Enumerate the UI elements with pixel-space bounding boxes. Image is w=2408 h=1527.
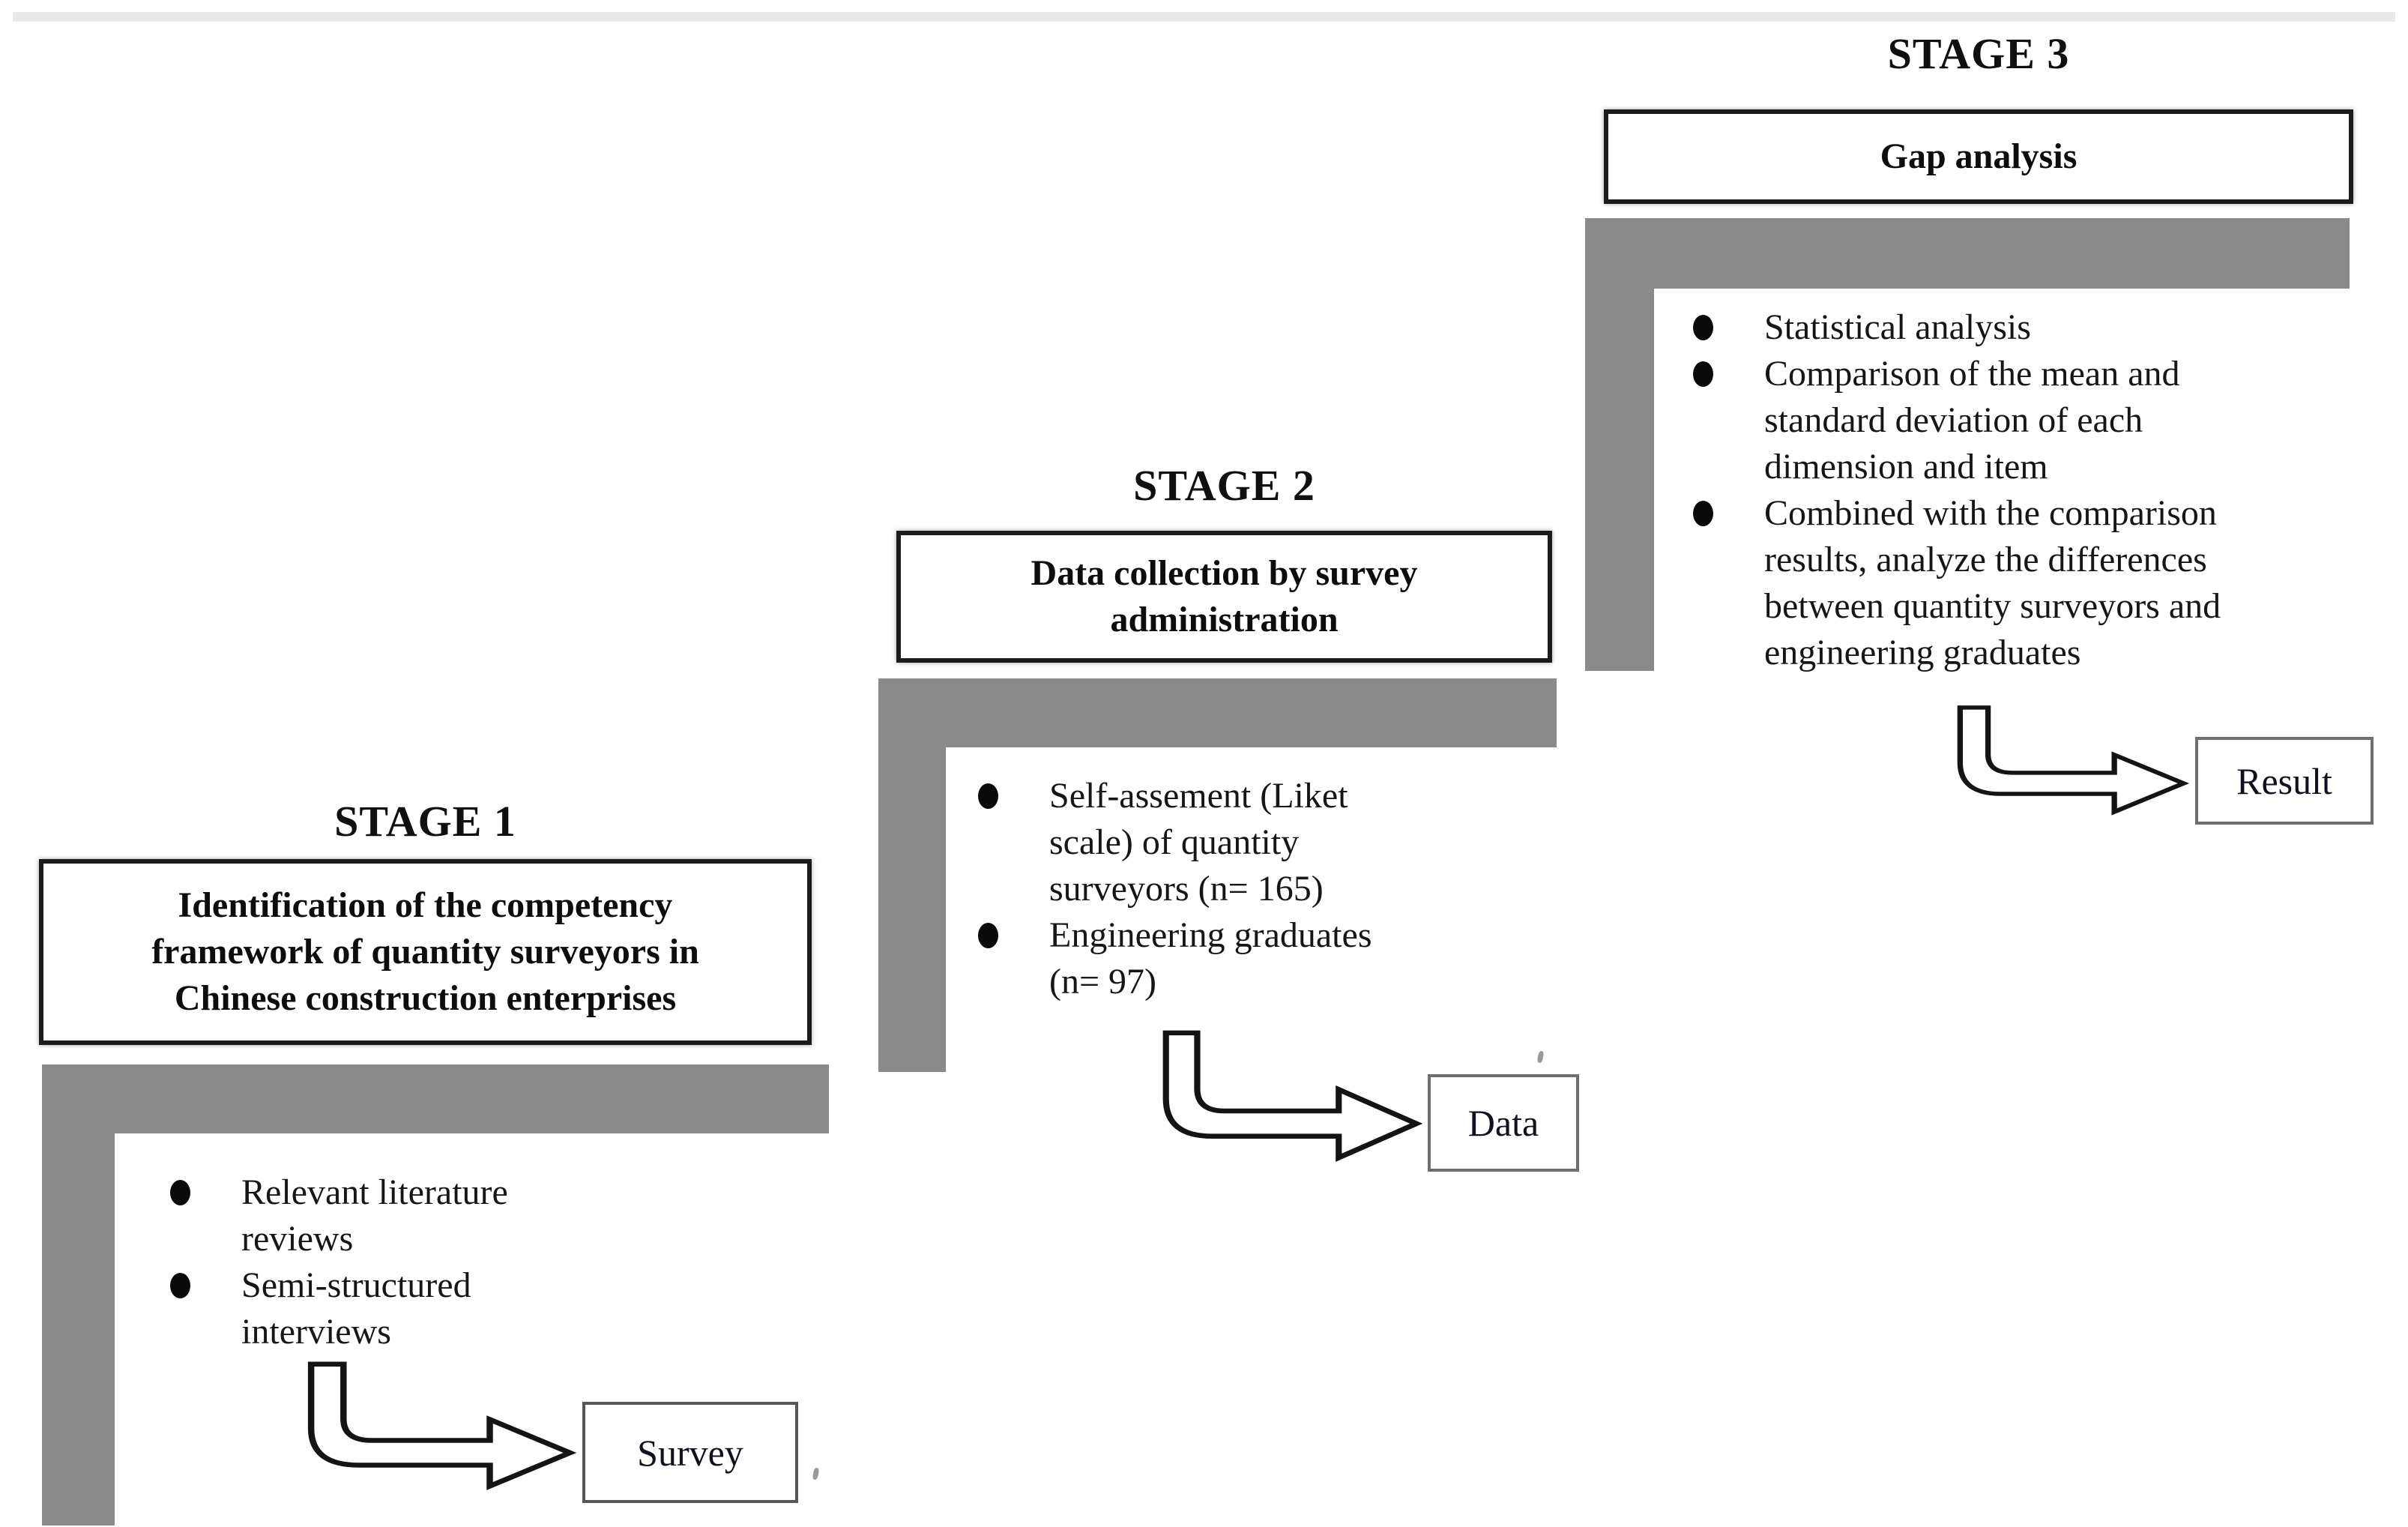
stage-1-horizontal-bar [42, 1064, 829, 1133]
list-item: Combined with the comparison results, an… [1693, 490, 2278, 676]
data-output-box: Data [1428, 1074, 1579, 1172]
stage-2-vertical-bar [878, 678, 946, 1072]
survey-output-box: Survey [582, 1402, 798, 1503]
list-item: Engineering graduates (n= 97) [978, 912, 1443, 1005]
list-item: Statistical analysis [1693, 304, 2278, 351]
stage-1-bullet-list: Relevant literature reviews Semi-structu… [170, 1169, 635, 1355]
bullet-icon [1693, 501, 1713, 526]
bullet-text: Self-assement (Liket scale) of quantity … [1049, 776, 1348, 909]
bullet-icon [978, 923, 998, 948]
stage-3-heading-box: Gap analysis [1604, 109, 2353, 204]
speck-mark [812, 1467, 820, 1481]
stage-1-title: STAGE 1 [334, 797, 516, 846]
data-output-label: Data [1467, 1102, 1539, 1144]
list-item: Comparison of the mean and standard devi… [1693, 351, 2278, 490]
stage-1-heading-box: Identification of the competency framewo… [39, 859, 812, 1045]
bullet-text: Statistical analysis [1764, 307, 2031, 347]
stage-2-heading-box: Data collection by survey administration [896, 531, 1552, 663]
bullet-icon [978, 783, 998, 809]
elbow-arrow-icon [1162, 1030, 1423, 1162]
bullet-text: Semi-structured interviews [241, 1265, 471, 1352]
stage-2-bullet-list: Self-assement (Liket scale) of quantity … [978, 773, 1443, 1005]
list-item: Semi-structured interviews [170, 1262, 635, 1355]
stage-2-horizontal-bar [878, 678, 1557, 747]
bullet-icon [1693, 361, 1713, 387]
stage-3-horizontal-bar [1585, 218, 2350, 289]
stage-3-bullet-list: Statistical analysis Comparison of the m… [1693, 304, 2278, 676]
elbow-arrow-icon [1957, 705, 2190, 816]
speck-mark [1536, 1050, 1545, 1064]
top-strip-divider [13, 12, 2395, 22]
bullet-text: Combined with the comparison results, an… [1764, 493, 2221, 672]
list-item: Relevant literature reviews [170, 1169, 635, 1262]
stage-2-heading-text: Data collection by survey administration [1031, 553, 1418, 639]
bullet-text: Relevant literature reviews [241, 1172, 508, 1259]
stage-1-heading-text: Identification of the competency framewo… [151, 885, 699, 1018]
survey-output-label: Survey [637, 1431, 743, 1474]
result-output-box: Result [2195, 737, 2374, 825]
elbow-arrow-icon [307, 1361, 577, 1490]
bullet-icon [170, 1180, 190, 1205]
stage-3-heading-text: Gap analysis [1880, 136, 2077, 176]
result-output-label: Result [2236, 759, 2332, 802]
bullet-text: Comparison of the mean and standard devi… [1764, 354, 2180, 487]
bullet-icon [170, 1273, 190, 1298]
stage-2-title: STAGE 2 [1133, 461, 1315, 510]
bullet-icon [1693, 315, 1713, 340]
stage-1-vertical-bar [42, 1064, 115, 1526]
stage-3-title: STAGE 3 [1887, 29, 2070, 78]
list-item: Self-assement (Liket scale) of quantity … [978, 773, 1443, 912]
stage-3-vertical-bar [1585, 218, 1654, 671]
bullet-text: Engineering graduates (n= 97) [1049, 915, 1372, 1002]
